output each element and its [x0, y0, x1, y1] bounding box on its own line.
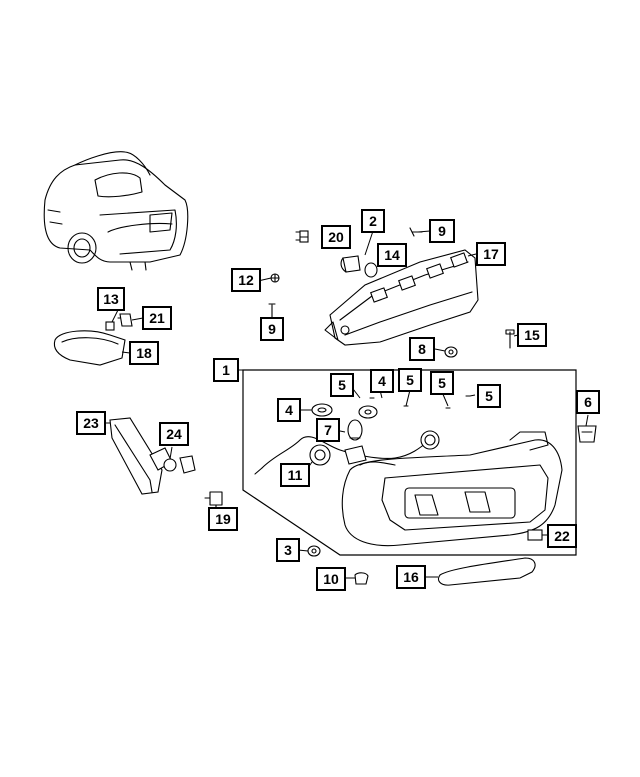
callout-label: 10: [323, 571, 339, 587]
callout-label: 20: [328, 229, 344, 245]
callout-21: 21: [142, 306, 172, 330]
callout-label: 5: [438, 375, 446, 391]
callout-1: 1: [213, 358, 239, 382]
callout-label: 5: [485, 388, 493, 404]
callout-6: 6: [576, 390, 600, 414]
callout-label: 24: [166, 426, 182, 442]
callout-label: 9: [438, 223, 446, 239]
callout-13: 13: [97, 287, 125, 311]
callout-16: 16: [396, 565, 426, 589]
side-marker-lamp: [53, 313, 133, 366]
callout-label: 6: [584, 394, 592, 410]
callout-9-upper: 9: [429, 219, 455, 243]
callout-label: 5: [338, 377, 346, 393]
callout-label: 16: [403, 569, 419, 585]
callout-label: 4: [285, 402, 293, 418]
callout-5-c: 5: [430, 371, 454, 395]
vehicle-rear-illustration: [43, 151, 189, 271]
callout-15: 15: [517, 323, 547, 347]
callout-label: 3: [284, 542, 292, 558]
callout-17: 17: [476, 242, 506, 266]
callout-label: 15: [524, 327, 540, 343]
small-clips-and-reflector: [307, 425, 597, 586]
callout-4-a: 4: [370, 369, 394, 393]
callout-22: 22: [547, 524, 577, 548]
screw-and-grommet: [444, 329, 515, 358]
callout-label: 8: [418, 341, 426, 357]
callout-9-lower: 9: [260, 317, 284, 341]
callout-label: 2: [369, 213, 377, 229]
callout-14: 14: [377, 243, 407, 267]
callout-label: 21: [149, 310, 165, 326]
callout-8: 8: [409, 337, 435, 361]
callout-label: 14: [384, 247, 400, 263]
tail-lamp-housing-upper: [324, 249, 479, 346]
callout-24: 24: [159, 422, 189, 446]
callout-5-d: 5: [477, 384, 501, 408]
callout-label: 18: [136, 345, 152, 361]
callout-12: 12: [231, 268, 261, 292]
callout-label: 9: [268, 321, 276, 337]
callout-10: 10: [316, 567, 346, 591]
rear-lamp-lens-assembly: [341, 431, 563, 547]
callout-label: 22: [554, 528, 570, 544]
callout-18: 18: [129, 341, 159, 365]
callout-7: 7: [316, 418, 340, 442]
reflector-lamp-assembly: [109, 417, 223, 513]
callout-label: 17: [483, 246, 499, 262]
callout-label: 1: [222, 362, 230, 378]
callout-20: 20: [321, 225, 351, 249]
callout-19: 19: [208, 507, 238, 531]
callout-label: 19: [215, 511, 231, 527]
callout-23: 23: [76, 411, 106, 435]
wiring-harness: [254, 395, 471, 475]
callout-2: 2: [361, 209, 385, 233]
callout-label: 5: [406, 372, 414, 388]
callout-label: 7: [324, 422, 332, 438]
callout-label: 11: [288, 467, 303, 483]
callout-label: 13: [103, 291, 119, 307]
callout-label: 12: [238, 272, 254, 288]
callout-5-b: 5: [398, 368, 422, 392]
callout-11: 11: [280, 463, 310, 487]
callout-3: 3: [276, 538, 300, 562]
callout-4-b: 4: [277, 398, 301, 422]
callout-label: 4: [378, 373, 386, 389]
callout-label: 23: [83, 415, 99, 431]
callout-5-a: 5: [330, 373, 354, 397]
